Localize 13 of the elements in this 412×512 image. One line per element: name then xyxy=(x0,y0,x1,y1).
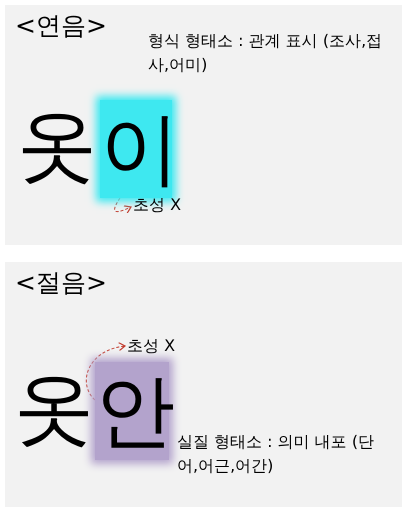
panel-heading: <절음> xyxy=(15,268,107,298)
syllable-text: 옷 xyxy=(16,98,98,194)
syllable-text: 옷 xyxy=(13,361,95,457)
dashed-arrow xyxy=(86,342,126,400)
annotation-text: 초성 X xyxy=(133,195,193,217)
panel xyxy=(5,5,402,245)
note-text: 형식 형태소 : 관계 표시 (조사,접사,어미) xyxy=(148,30,384,76)
note-text: 실질 형태소 : 의미 내포 (단어,어근,어간) xyxy=(177,431,376,477)
panel-heading: <연음> xyxy=(15,11,107,41)
dashed-arrow xyxy=(114,198,132,214)
panel xyxy=(5,262,402,507)
annotation-text: 초성 X xyxy=(127,336,187,358)
highlighted-syllable: 이 xyxy=(100,100,172,198)
